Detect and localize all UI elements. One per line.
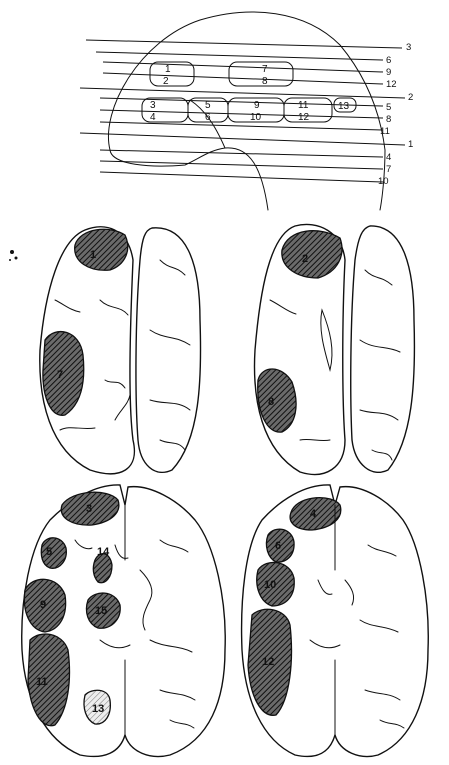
region-label: 3 bbox=[86, 503, 92, 515]
brain-section-3: 3 5 9 11 13 14 15 bbox=[22, 485, 225, 757]
box-label: 12 bbox=[298, 112, 310, 123]
region-label: 9 bbox=[40, 599, 46, 611]
slice-label: 2 bbox=[408, 92, 413, 103]
region-11 bbox=[28, 634, 69, 726]
box-label: 7 bbox=[262, 64, 268, 75]
box-label: 10 bbox=[250, 112, 262, 123]
box-label: 11 bbox=[298, 100, 309, 111]
box-label: 4 bbox=[150, 112, 156, 123]
scan-speck bbox=[9, 250, 18, 261]
region-label: 1 bbox=[90, 249, 96, 261]
slice-label: 1 bbox=[408, 139, 413, 150]
slice-label: 7 bbox=[386, 164, 391, 175]
region-label: 10 bbox=[264, 579, 276, 591]
box-label: 3 bbox=[150, 100, 156, 111]
slice-label: 10 bbox=[378, 176, 389, 187]
brain-section-4: 4 6 10 12 bbox=[242, 485, 429, 757]
box-label: 13 bbox=[338, 101, 350, 112]
slice-label: 12 bbox=[386, 79, 397, 90]
box-label: 1 bbox=[165, 64, 171, 75]
region-label: 4 bbox=[310, 508, 317, 520]
slice-right-labels: 3 6 9 12 2 5 8 11 1 4 7 10 bbox=[378, 42, 413, 187]
region-label: 13 bbox=[92, 703, 104, 715]
slice-label: 8 bbox=[386, 114, 391, 125]
box-label: 2 bbox=[163, 76, 169, 87]
slice-label: 6 bbox=[386, 55, 391, 66]
region-label: 5 bbox=[46, 546, 52, 558]
box-label: 6 bbox=[205, 112, 211, 123]
region-1 bbox=[75, 229, 128, 270]
region-label: 7 bbox=[57, 369, 63, 381]
region-label: 11 bbox=[36, 676, 48, 688]
slice-label: 4 bbox=[386, 152, 391, 163]
hemisphere-right bbox=[136, 228, 201, 473]
slice-schema: 1 2 3 4 5 6 7 8 9 10 11 12 13 3 6 9 12 2… bbox=[80, 12, 413, 210]
box-label: 8 bbox=[262, 76, 268, 87]
region-label: 14 bbox=[97, 546, 110, 558]
brain-section-2: 2 8 bbox=[255, 224, 415, 474]
slice-label: 5 bbox=[386, 102, 391, 113]
region-label: 12 bbox=[262, 656, 274, 668]
slice-lines bbox=[80, 40, 405, 182]
box-label: 9 bbox=[254, 100, 260, 111]
hemisphere-right bbox=[351, 226, 415, 472]
region-14 bbox=[93, 554, 112, 583]
box-label: 5 bbox=[205, 100, 211, 111]
region-label: 15 bbox=[95, 605, 107, 617]
slice-label: 9 bbox=[386, 67, 391, 78]
region-label: 8 bbox=[268, 396, 274, 408]
region-label: 6 bbox=[275, 540, 281, 552]
slice-boxes bbox=[142, 62, 356, 122]
slice-label: 3 bbox=[406, 42, 411, 53]
region-label: 2 bbox=[302, 253, 308, 265]
brain-section-1: 1 7 bbox=[40, 227, 201, 474]
slice-label: 11 bbox=[380, 126, 390, 137]
